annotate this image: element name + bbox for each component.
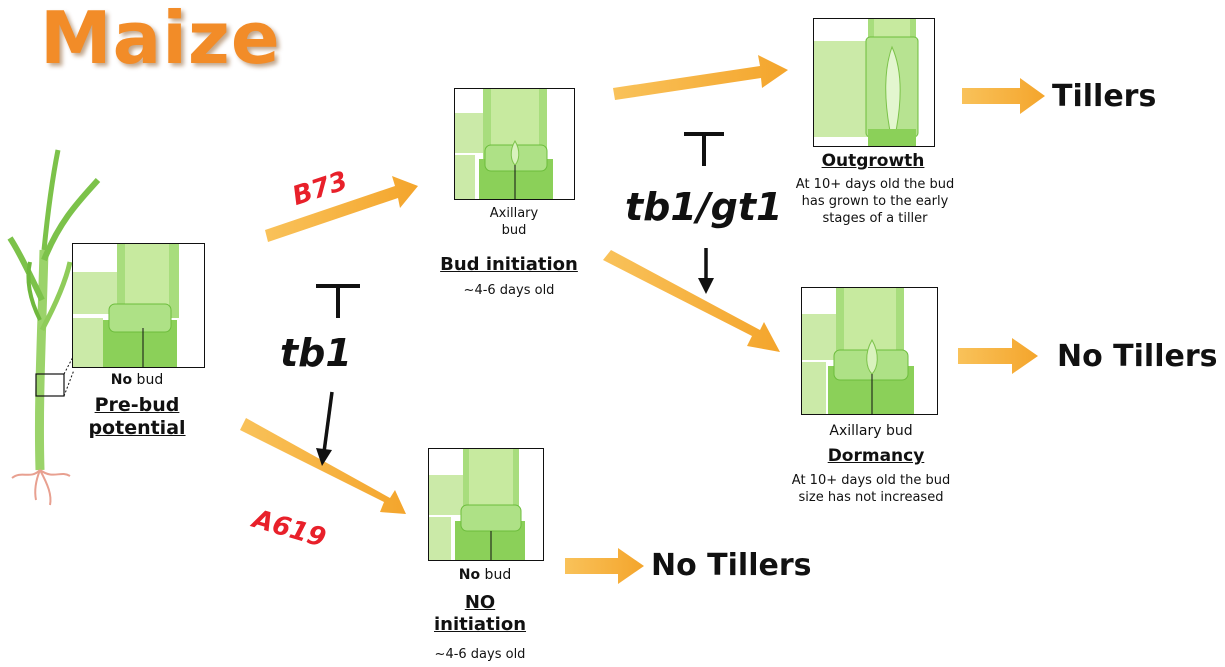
- bud-initiation-age: ~4-6 days old: [463, 283, 555, 298]
- page-title: Maize: [40, 0, 281, 80]
- gene-tb1: tb1: [280, 331, 352, 375]
- prebud-label: No bud: [110, 372, 164, 388]
- outgrowth-illustration: [813, 18, 935, 147]
- bud-initiation-heading: Bud initiation: [440, 254, 578, 275]
- bud-initiation-illustration: [454, 88, 575, 200]
- arrow-tillers: [962, 78, 1045, 114]
- inhibition-tb1: [316, 284, 360, 466]
- no-initiation-label: No bud: [458, 567, 512, 583]
- no-initiation-illustration: [428, 448, 544, 561]
- gene-tb1-gt1: tb1/gt1: [625, 185, 783, 229]
- result-no-tillers-a619: No Tillers: [651, 548, 812, 583]
- prebud-heading: Pre-bud potential: [88, 394, 186, 439]
- maize-plant-illustration: [7, 149, 101, 506]
- arrow-b73: [265, 176, 418, 242]
- arrow-no-tillers-bottom: [565, 548, 644, 584]
- arrow-to-outgrowth: [613, 55, 788, 100]
- inhibition-tb1-gt1: [684, 132, 724, 294]
- dormancy-illustration: [801, 287, 938, 415]
- outgrowth-description: At 10+ days old the bud has grown to the…: [795, 177, 955, 226]
- result-tillers: Tillers: [1052, 79, 1157, 114]
- dormancy-description: At 10+ days old the bud size has not inc…: [791, 473, 951, 505]
- outgrowth-heading: Outgrowth: [821, 151, 925, 171]
- arrow-no-tillers-mid: [958, 338, 1038, 374]
- result-no-tillers-dormancy: No Tillers: [1057, 339, 1218, 374]
- prebud-illustration: [72, 243, 205, 368]
- no-initiation-heading: NO initiation: [433, 592, 527, 635]
- arrow-to-dormancy: [603, 250, 780, 352]
- pathway-arrows: [240, 55, 1045, 584]
- dormancy-heading: Dormancy: [827, 446, 925, 466]
- arrow-a619: [240, 418, 406, 514]
- dormancy-label: Axillary bud: [829, 423, 913, 439]
- bud-initiation-label: Axillary bud: [489, 206, 539, 238]
- no-initiation-age: ~4-6 days old: [434, 647, 526, 662]
